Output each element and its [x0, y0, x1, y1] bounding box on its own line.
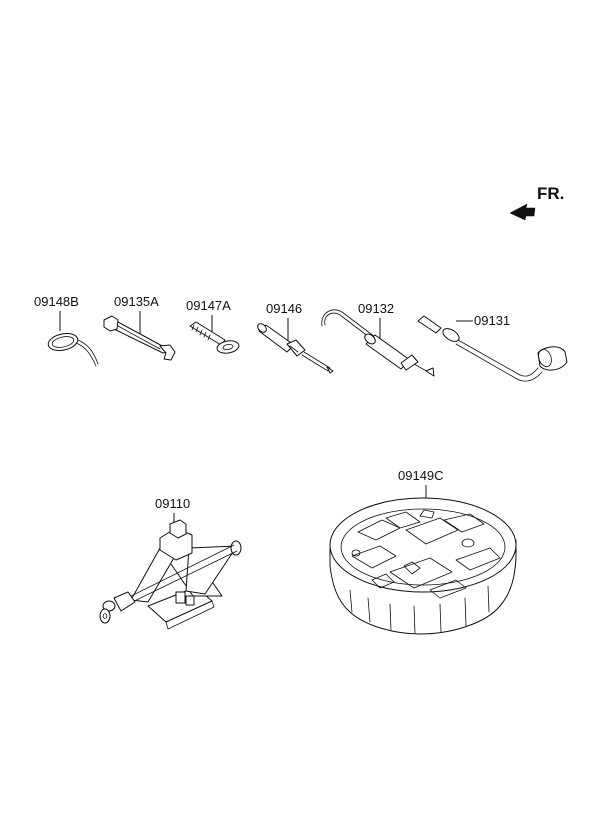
- screwdriver-part: [257, 323, 334, 374]
- part-label-09149c: 09149C: [398, 468, 444, 483]
- direction-indicator: FR.: [509, 184, 564, 221]
- part-label-09148b: 09148B: [34, 294, 79, 309]
- loop-spring-part: [47, 333, 99, 367]
- tool-tray-part: [329, 497, 517, 635]
- lug-wrench-part: [417, 315, 568, 382]
- scissor-jack-part: [99, 519, 242, 630]
- part-label-09110: 09110: [155, 496, 190, 511]
- eye-bolt-part: [189, 321, 240, 354]
- wrench-part: [103, 315, 176, 361]
- direction-label: FR.: [537, 184, 564, 203]
- hook-rod-part: [321, 309, 435, 377]
- part-label-09132: 09132: [358, 301, 394, 316]
- part-label-09131: 09131: [474, 313, 510, 328]
- part-label-09135a: 09135A: [114, 294, 159, 309]
- part-label-09147a: 09147A: [186, 298, 231, 313]
- direction-arrow-icon: [509, 203, 536, 221]
- part-label-09146: 09146: [266, 301, 302, 316]
- leader-lines: [59, 311, 473, 524]
